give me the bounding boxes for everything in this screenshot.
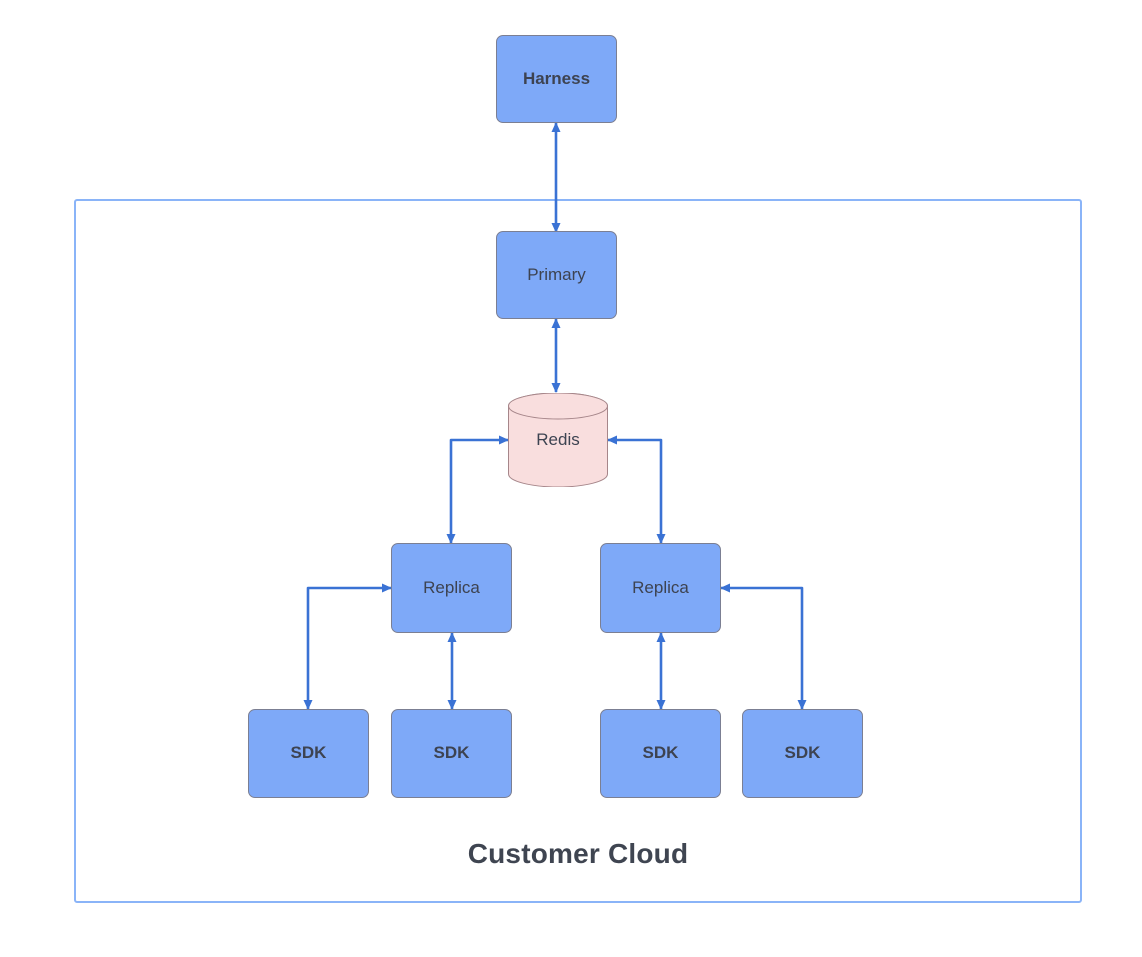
node-label-sdk_3: SDK xyxy=(642,743,679,763)
customer-cloud-label: Customer Cloud xyxy=(467,838,689,869)
node-label-harness: Harness xyxy=(522,68,591,88)
cylinder-shape xyxy=(508,393,608,487)
node-harness[interactable]: Harness xyxy=(496,35,617,123)
node-primary[interactable]: Primary xyxy=(496,231,617,319)
node-sdk_4[interactable]: SDK xyxy=(742,709,863,798)
node-sdk_1[interactable]: SDK xyxy=(248,709,369,798)
node-replica_r[interactable]: Replica xyxy=(600,543,721,633)
node-label-replica_l: Replica xyxy=(423,577,480,597)
node-label-redis: Redis xyxy=(536,429,580,449)
node-label-replica_r: Replica xyxy=(632,577,689,597)
node-label-sdk_1: SDK xyxy=(290,743,327,763)
node-sdk_3[interactable]: SDK xyxy=(600,709,721,798)
node-redis[interactable]: Redis xyxy=(508,393,608,487)
node-replica_l[interactable]: Replica xyxy=(391,543,512,633)
node-sdk_2[interactable]: SDK xyxy=(391,709,512,798)
node-label-sdk_2: SDK xyxy=(433,743,470,763)
node-label-sdk_4: SDK xyxy=(784,743,821,763)
node-label-primary: Primary xyxy=(527,264,586,284)
